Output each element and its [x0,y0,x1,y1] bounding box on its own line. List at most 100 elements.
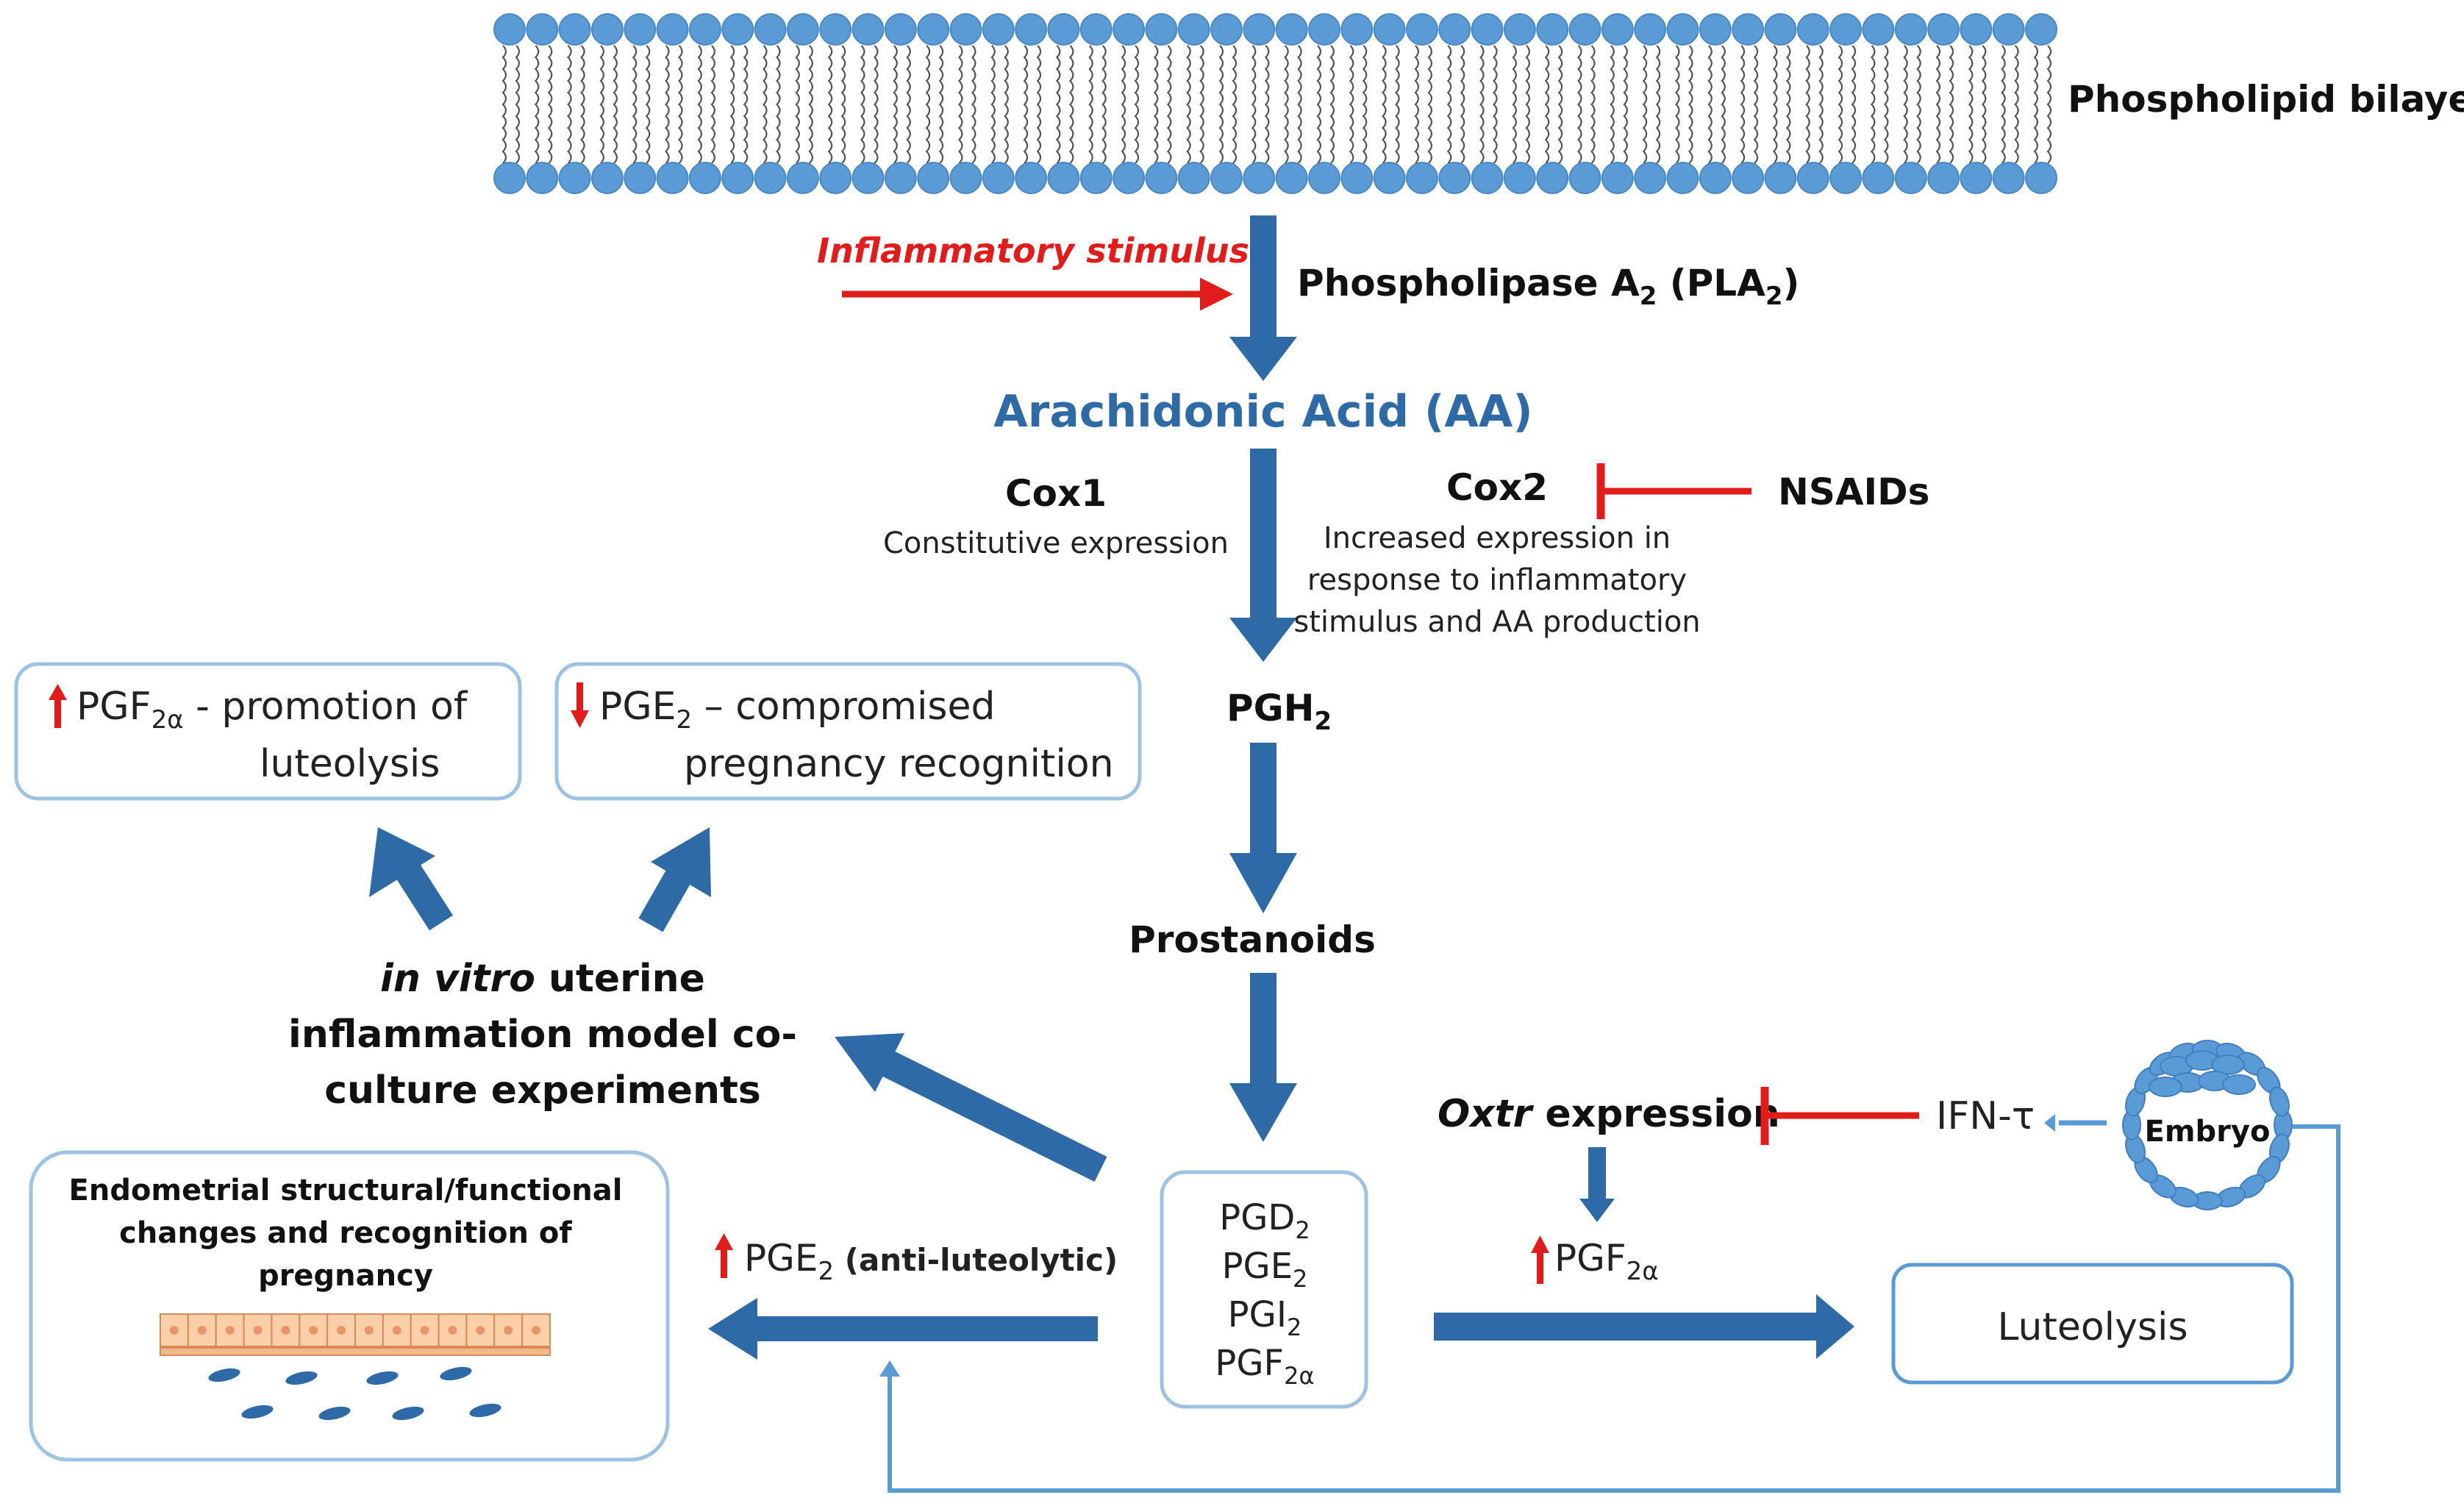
lipid-head-bottom [1113,162,1146,194]
lipid-head-top [1634,13,1667,46]
invitro-line-1: in vitro uterine [380,957,705,1001]
lipid-head-top [1471,13,1504,46]
stromal-cell [440,1366,472,1381]
lipid-head-top [1732,13,1765,46]
nsaids-inhibition-line [1596,463,1751,519]
lipid-head-bottom [1275,162,1308,194]
lipid-head-bottom [1796,162,1829,194]
lipid-head-bottom [982,162,1015,194]
cell-nucleus [169,1326,179,1335]
lipid-head-top [1307,13,1340,46]
lipid-head-top [917,13,950,46]
lipid-head-top [1177,13,1210,46]
lipid-head-top [1210,13,1243,46]
cell-nucleus [253,1326,263,1335]
lipid-head-bottom [1992,162,2025,194]
lipid-head-top [1113,13,1146,46]
lipid-head-top [1373,13,1406,46]
lipid-head-bottom [1438,162,1471,194]
arrow-to-luteolysis [1434,1294,1854,1359]
lipid-head-bottom [1699,162,1732,194]
embryo-feedback-loop-arrow [879,1124,2340,1493]
invitro-line-3: culture experiments [324,1068,761,1113]
lipid-head-top [754,13,787,46]
lipid-head-bottom [1210,162,1243,194]
up-arrow-icon [49,684,67,728]
cell-nucleus [392,1326,401,1335]
epithelial-cell [465,1313,496,1347]
cell-nucleus [197,1326,207,1335]
lipid-head-top [1340,13,1374,46]
arrow-to-endometrium [708,1298,1098,1360]
lipid-head-top [1438,13,1471,46]
lipid-head-bottom [590,162,624,194]
lipid-head-bottom [1666,162,1699,194]
lipid-head-top [1243,13,1276,46]
epithelial-cell [438,1313,468,1347]
lipid-head-bottom [1862,162,1895,194]
lipid-head-top [493,13,526,46]
lipid-head-bottom [1373,162,1406,194]
down-arrow-icon [571,682,589,728]
phospholipid-bilayer-graphic [493,13,2057,194]
lipid-head-bottom [1927,162,1960,194]
lipid-head-top [721,13,754,46]
lipid-head-bottom [1536,162,1569,194]
lipid-head-bottom [851,162,885,194]
lipid-head-bottom [1079,162,1113,194]
prostanoid-products-box [1160,1170,1368,1409]
lipid-head-bottom [819,162,852,194]
inflammatory-stimulus-label: Inflammatory stimulus [817,231,1249,271]
inner-cell-mass-cell [2222,1074,2256,1095]
lipid-head-top [1601,13,1634,46]
lipid-head-bottom [1960,162,1993,194]
epithelial-cell-layer-graphic [160,1313,551,1356]
pgf2a-luteolysis-label: PGF2α [1554,1237,1659,1286]
cell-nucleus [309,1326,318,1335]
inner-cell-mass-cell [2211,1054,2245,1075]
cell-nucleus [532,1326,541,1335]
cell-nucleus [420,1326,429,1335]
lipid-head-bottom [2025,162,2057,194]
lipid-head-top [1796,13,1829,46]
pla2-label: Phospholipase A2 (PLA2) [1297,262,1799,311]
lipid-head-top [1829,13,1863,46]
lipid-head-bottom [754,162,787,194]
pge-pregnancy-line-1: PGE2 – compromised [599,685,996,735]
endometrial-line-2: changes and recognition of [119,1216,572,1250]
lipid-head-top [786,13,819,46]
pge-pregnancy-box [554,662,1142,801]
prostanoids-label: Prostanoids [1129,918,1376,961]
lipid-head-bottom [1894,162,1927,194]
stromal-cell [285,1371,318,1385]
lipid-head-top [526,13,559,46]
lipid-head-top [982,13,1015,46]
lipid-head-bottom [1243,162,1276,194]
prostanoids-arrow [1229,973,1297,1142]
lipid-head-bottom [1405,162,1438,194]
stromal-cell [392,1406,424,1421]
lipid-head-top [1764,13,1797,46]
stromal-cell [469,1403,501,1418]
lipid-head-bottom [949,162,982,194]
lipid-head-top [1894,13,1927,46]
lipid-head-top [1503,13,1536,46]
endometrial-line-1: Endometrial structural/functional [69,1174,623,1207]
lipid-head-bottom [917,162,950,194]
nsaids-label: NSAIDs [1778,471,1929,513]
stromal-cell [366,1371,399,1385]
lipid-head-bottom [1145,162,1178,194]
cell-nucleus [281,1326,290,1335]
arrow-to-pgf-box [369,827,453,931]
lipid-head-top [558,13,591,46]
lipid-head-bottom [688,162,721,194]
lipid-head-bottom [1732,162,1765,194]
lipid-head-bottom [558,162,591,194]
arachidonic-acid-label: Arachidonic Acid (AA) [993,386,1532,438]
lipid-head-top [1862,13,1895,46]
lipid-head-bottom [1471,162,1504,194]
cell-nucleus [504,1326,513,1335]
arrow-to-pge-box [638,827,711,932]
lipid-head-top [1079,13,1113,46]
pgf-luteolysis-line-2: luteolysis [260,742,440,786]
